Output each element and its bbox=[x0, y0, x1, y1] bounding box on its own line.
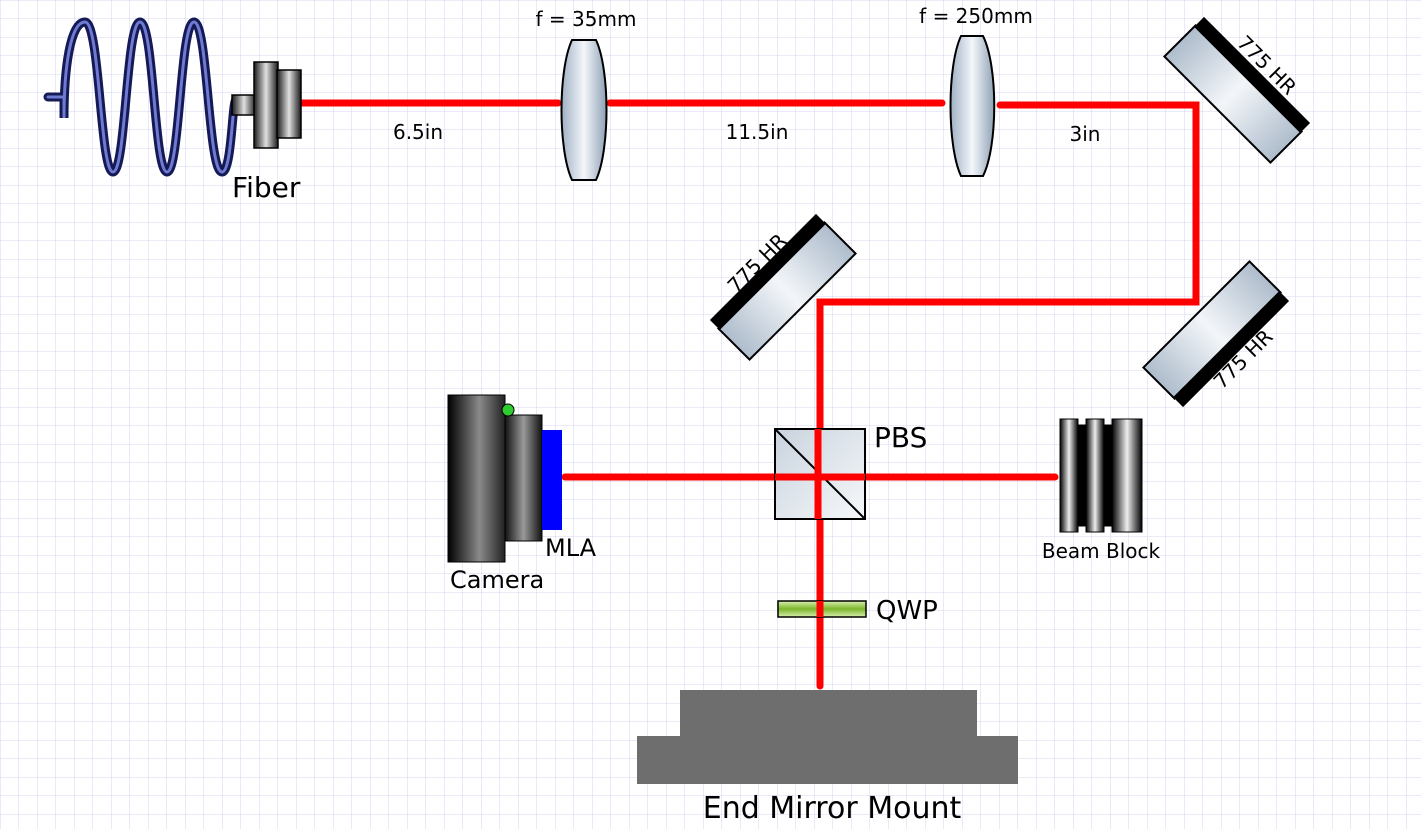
mirror-right-icon bbox=[1141, 259, 1290, 408]
mirror-left-icon bbox=[709, 213, 858, 362]
distance-lens2-mirror-label: 3in bbox=[1070, 122, 1101, 146]
mirror-top-right-icon bbox=[1162, 16, 1311, 165]
mla-icon bbox=[542, 430, 562, 530]
beam-block-icon bbox=[1059, 418, 1143, 533]
lens-1-icon bbox=[560, 39, 608, 181]
distance-lens1-lens2-label: 11.5in bbox=[726, 120, 789, 144]
qwp-icon bbox=[777, 600, 867, 618]
fiber-connector-icon bbox=[231, 61, 302, 149]
distance-fiber-lens1-label: 6.5in bbox=[393, 120, 443, 144]
qwp-label: QWP bbox=[876, 596, 938, 626]
fiber-coil-icon bbox=[43, 17, 241, 177]
lens-1-focal-label: f = 35mm bbox=[536, 7, 637, 31]
camera-label: Camera bbox=[450, 566, 544, 594]
end-mirror-mount-icon bbox=[637, 690, 1018, 784]
camera-icon bbox=[447, 394, 543, 563]
lens-2-focal-label: f = 250mm bbox=[919, 4, 1033, 28]
end-mirror-mount-label: End Mirror Mount bbox=[703, 791, 962, 826]
fiber-label: Fiber bbox=[232, 171, 301, 204]
lens-2-icon bbox=[949, 35, 996, 177]
beam-block-label: Beam Block bbox=[1042, 539, 1161, 563]
pbs-icon bbox=[774, 428, 866, 520]
pbs-label: PBS bbox=[874, 421, 927, 454]
mla-label: MLA bbox=[545, 534, 597, 562]
